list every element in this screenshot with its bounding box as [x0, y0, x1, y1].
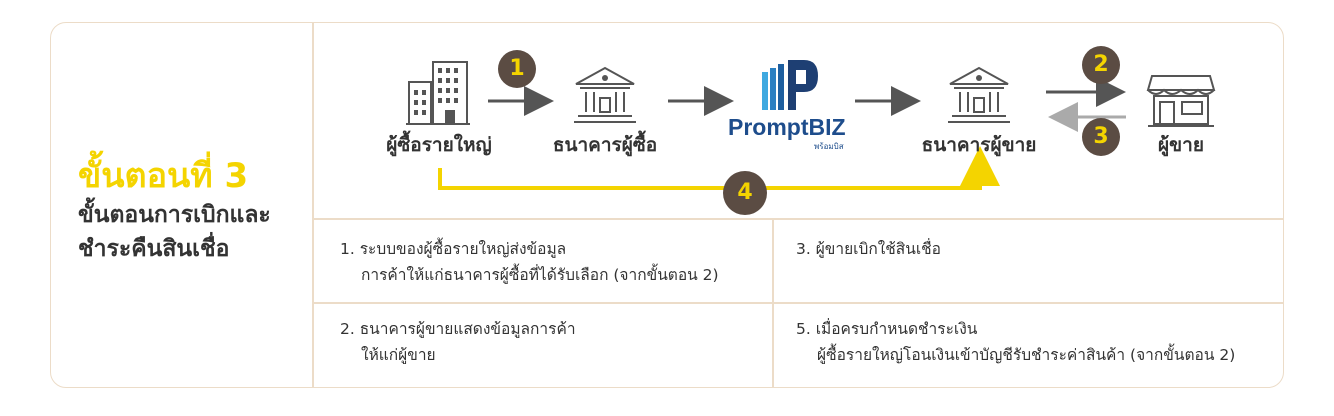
- step-description-line: ชำระคืนสินเชื่อ: [78, 236, 230, 262]
- step-badge-3: 3: [1082, 118, 1120, 156]
- divider: [312, 23, 314, 387]
- divider: [313, 302, 1283, 304]
- step-1-line: 1. ระบบของผู้ซื้อรายใหญ่ส่งข้อมูล: [340, 240, 567, 258]
- step-3-text: 3. ผู้ขายเบิกใช้สินเชื่อ: [796, 236, 941, 262]
- arrow-4: [438, 146, 1000, 190]
- bank-icon: [574, 66, 636, 123]
- step-1-line: การค้าให้แก่ธนาคารผู้ซื้อที่ได้รับเลือก …: [361, 266, 719, 284]
- bank-icon: [948, 66, 1010, 123]
- step-3-line: 3. ผู้ขายเบิกใช้สินเชื่อ: [796, 240, 941, 258]
- step-2-line: 2. ธนาคารผู้ขายแสดงข้อมูลการค้า: [340, 320, 576, 338]
- storefront-icon: [1146, 75, 1216, 127]
- node-label-seller: ผู้ขาย: [1158, 134, 1204, 156]
- brand-subtitle: พร้อมบิส: [814, 142, 844, 151]
- step-2-line: ให้แก่ผู้ขาย: [361, 346, 436, 364]
- node-label-buyer-bank: ธนาคารผู้ซื้อ: [552, 134, 658, 156]
- step-5-line: ผู้ซื้อรายใหญ่โอนเงินเข้าบัญชีรับชำระค่า…: [817, 346, 1236, 364]
- step-5-text: 5. เมื่อครบกำหนดชำระเงิน ผู้ซื้อรายใหญ่โ…: [796, 316, 1235, 368]
- step-badge-2: 2: [1082, 46, 1120, 84]
- node-label-seller-bank: ธนาคารผู้ขาย: [921, 134, 1037, 156]
- divider: [313, 218, 1283, 220]
- promptbiz-logo: [762, 60, 818, 110]
- step-badge-1: 1: [498, 50, 536, 88]
- step-title: ขั้นตอนที่ 3: [78, 156, 249, 196]
- step-5-line: 5. เมื่อครบกำหนดชำระเงิน: [796, 320, 978, 338]
- node-label-big-buyer: ผู้ซื้อรายใหญ่: [386, 134, 492, 156]
- step-2-text: 2. ธนาคารผู้ขายแสดงข้อมูลการค้า ให้แก่ผู…: [340, 316, 576, 368]
- diagram-card: [50, 22, 1284, 388]
- step-badge-4: 4: [723, 171, 767, 215]
- step-1-text: 1. ระบบของผู้ซื้อรายใหญ่ส่งข้อมูล การค้า…: [340, 236, 719, 288]
- brand-name: PromptBIZ: [728, 114, 846, 140]
- divider: [772, 219, 774, 387]
- step-description: ขั้นตอนการเบิกและ ชำระคืนสินเชื่อ: [78, 198, 308, 266]
- office-building-icon: [406, 61, 470, 125]
- step-description-line: ขั้นตอนการเบิกและ: [78, 202, 271, 228]
